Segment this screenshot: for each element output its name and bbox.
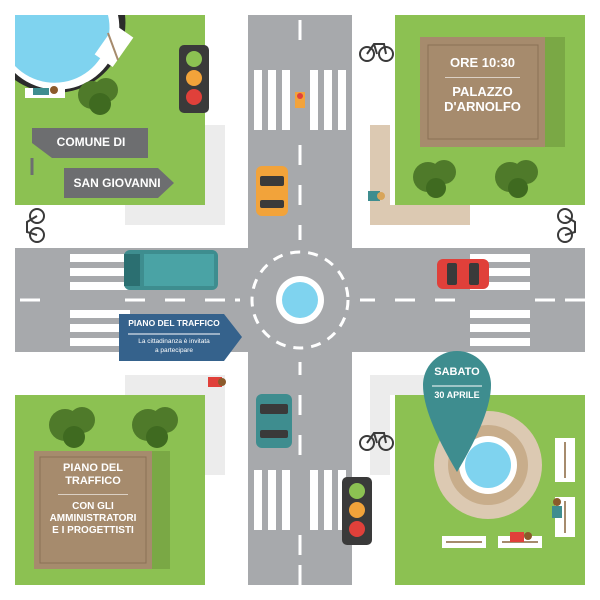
bottom-board-line5: E I PROGETTISTI xyxy=(52,525,134,537)
bench-icon xyxy=(94,24,134,68)
event-time: ORE 10:30 xyxy=(449,55,516,70)
tree-icon xyxy=(495,160,538,198)
sign-san-giovanni-label: SAN GIOVANNI xyxy=(73,176,161,190)
info-board-bottom xyxy=(34,451,170,569)
event-place-line2: D'ARNOLFO xyxy=(444,99,521,115)
sign-san-giovanni xyxy=(64,168,174,198)
pedestrian-icon xyxy=(368,191,385,201)
traffic-light-icon xyxy=(179,45,209,113)
bench-icon xyxy=(442,536,486,548)
tree-icon xyxy=(49,407,95,448)
bus-teal xyxy=(124,250,218,290)
date-pin-day: SABATO xyxy=(434,366,480,378)
bottom-board-line2: TRAFFICO xyxy=(65,475,121,488)
tree-icon xyxy=(132,407,178,448)
bicycle-icon xyxy=(557,208,576,243)
bicycle-icon xyxy=(26,208,45,243)
date-pin xyxy=(423,351,491,472)
date-pin-date: 30 APRILE xyxy=(434,390,480,400)
bottom-board-line4: AMMINISTRATORI xyxy=(49,513,137,525)
event-divider xyxy=(445,76,520,78)
pond-top-left xyxy=(15,15,126,93)
crosswalk-right xyxy=(470,254,530,346)
pedestrian-icon xyxy=(208,377,226,387)
bicycle-icon xyxy=(359,432,394,451)
event-board-text: ORE 10:30 PALAZZO D'ARNOLFO xyxy=(420,55,545,115)
tree-icon xyxy=(413,160,456,198)
cyclist-icon xyxy=(295,92,305,108)
traffic-light-icon xyxy=(342,477,372,545)
info-sign-subtitle-2: a partecipare xyxy=(155,347,193,354)
person-sitting-icon xyxy=(510,498,562,542)
event-board xyxy=(420,37,565,147)
car-red xyxy=(437,259,489,289)
bench-icon xyxy=(555,438,575,482)
bottom-board-divider xyxy=(57,494,129,496)
info-sign-subtitle-1: La cittadinanza è invitata xyxy=(138,338,210,345)
sign-comune xyxy=(30,128,148,175)
bottom-board-line1: PIANO DEL xyxy=(63,462,123,474)
crosswalk-top xyxy=(254,70,346,130)
car-teal xyxy=(256,394,292,448)
crosswalk-left xyxy=(70,254,130,346)
info-arrow-sign xyxy=(119,314,242,361)
car-orange xyxy=(256,166,288,216)
bottom-board-line3: CON GLI xyxy=(72,501,114,513)
roundabout xyxy=(250,250,350,350)
bottom-board-text: PIANO DEL TRAFFICO CON GLI AMMINISTRATOR… xyxy=(34,462,152,537)
info-sign-title: PIANO DEL TRAFFICO xyxy=(128,318,220,328)
sign-comune-label: COMUNE DI xyxy=(56,135,126,149)
tree-icon xyxy=(78,78,118,115)
sidewalk-top-right xyxy=(370,125,470,225)
person-lying-icon xyxy=(25,86,65,98)
event-place-line1: PALAZZO xyxy=(452,83,513,99)
bicycle-icon xyxy=(359,43,394,62)
sidewalk-top-left xyxy=(125,125,225,225)
